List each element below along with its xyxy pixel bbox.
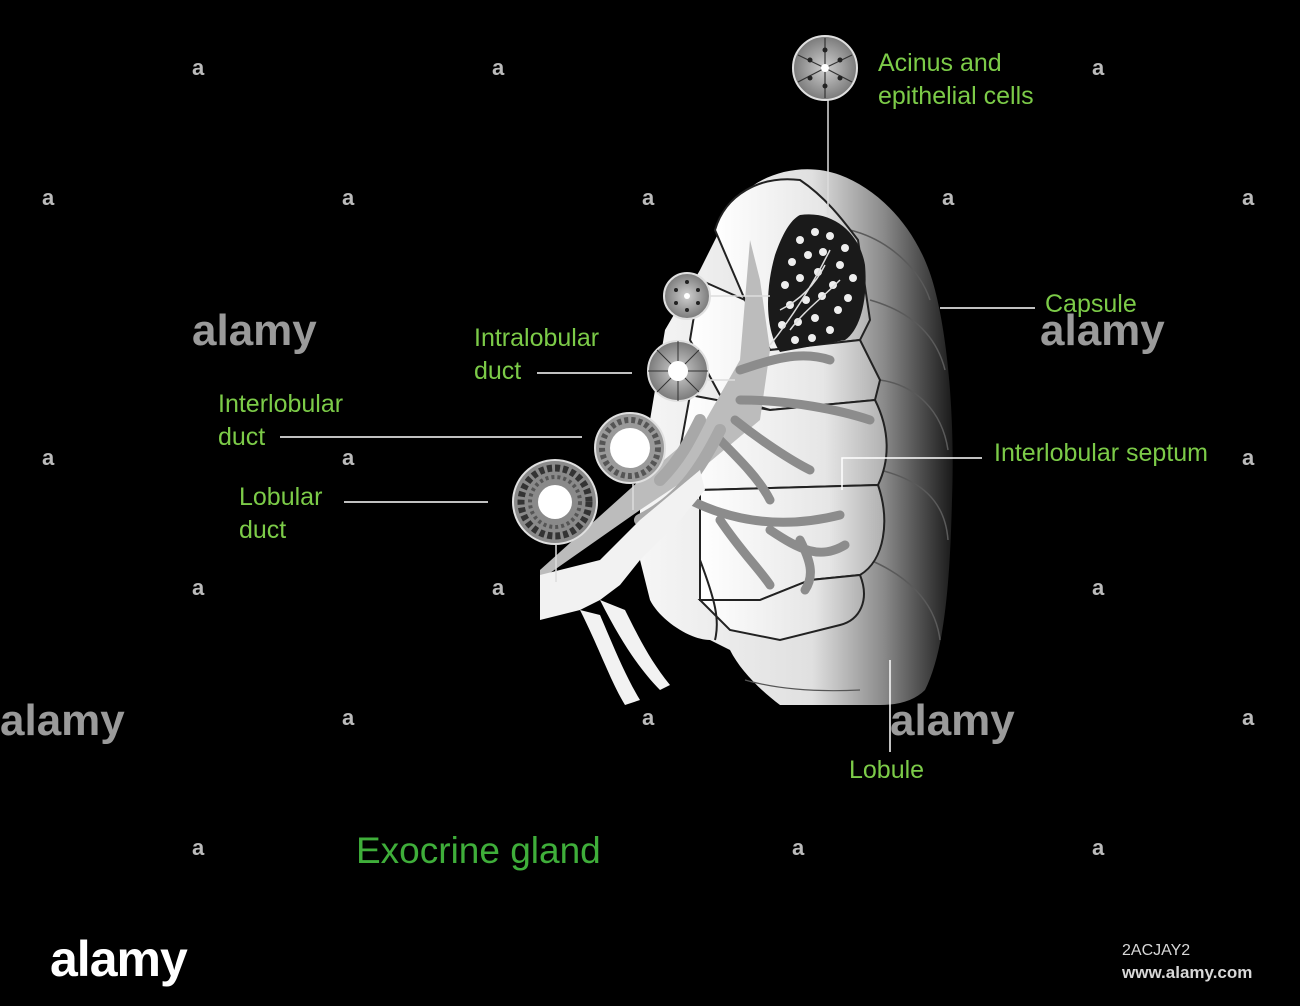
intralobular-duct-label: Intralobular duct bbox=[474, 322, 599, 388]
svg-text:a: a bbox=[642, 185, 655, 210]
svg-text:a: a bbox=[1092, 835, 1105, 860]
capsule-label: Capsule bbox=[1045, 290, 1137, 318]
svg-text:a: a bbox=[1242, 705, 1255, 730]
intralobular-duct-label-line1: Intralobular bbox=[474, 324, 600, 352]
svg-text:alamy: alamy bbox=[890, 696, 1015, 745]
acinus-label-line2: epithelial cells bbox=[878, 82, 1034, 110]
diagram-title: Exocrine gland bbox=[356, 830, 601, 871]
interlobular-duct-label: Interlobular duct bbox=[218, 388, 343, 454]
main-duct bbox=[540, 470, 705, 705]
svg-text:a: a bbox=[492, 575, 505, 600]
acini-cluster bbox=[768, 214, 866, 352]
alamy-url: www.alamy.com bbox=[1122, 963, 1253, 982]
svg-text:a: a bbox=[42, 185, 55, 210]
svg-text:a: a bbox=[492, 55, 505, 80]
svg-text:a: a bbox=[42, 445, 55, 470]
svg-text:alamy: alamy bbox=[1040, 306, 1165, 355]
watermark-pattern: a a a a a a a a alamy a a a a a a alamy a a a alamy a… bbox=[0, 55, 1255, 860]
leader-lines bbox=[280, 307, 1035, 752]
interlobular-septum-leader bbox=[841, 457, 982, 490]
svg-text:a: a bbox=[792, 835, 805, 860]
svg-text:alamy: alamy bbox=[192, 306, 317, 355]
svg-text:a: a bbox=[342, 185, 355, 210]
intercalated-duct-cross-section-icon bbox=[663, 272, 711, 320]
svg-text:a: a bbox=[1242, 185, 1255, 210]
lobular-duct-cross-section-icon bbox=[512, 459, 598, 545]
svg-text:a: a bbox=[942, 185, 955, 210]
alamy-logo: alamy bbox=[50, 931, 188, 987]
interlobular-septum-label: Interlobular septum bbox=[994, 439, 1209, 467]
lobule-label: Lobule bbox=[849, 756, 925, 784]
svg-text:a: a bbox=[1092, 55, 1105, 80]
svg-text:alamy: alamy bbox=[0, 696, 125, 745]
image-credit: 2ACJAY2 www.alamy.com bbox=[1122, 940, 1252, 984]
interlobular-duct-label-line1: Interlobular bbox=[218, 390, 344, 418]
acinus-label: Acinus and epithelial cells bbox=[878, 47, 1034, 113]
lobular-duct-label-line1: Lobular bbox=[239, 483, 323, 511]
acinus-label-line1: Acinus and bbox=[878, 49, 1002, 77]
image-id: 2ACJAY2 bbox=[1122, 942, 1191, 959]
svg-text:a: a bbox=[192, 55, 205, 80]
svg-text:a: a bbox=[342, 705, 355, 730]
intralobular-duct-label-line2: duct bbox=[474, 357, 522, 385]
svg-text:a: a bbox=[192, 835, 205, 860]
interlobular-duct-cross-section-icon bbox=[594, 412, 666, 484]
svg-text:a: a bbox=[642, 705, 655, 730]
lobule-bottom bbox=[697, 573, 865, 642]
svg-text:a: a bbox=[342, 445, 355, 470]
acinus-cross-section-icon bbox=[792, 35, 858, 101]
svg-text:a: a bbox=[1242, 445, 1255, 470]
lobular-duct-label-line2: duct bbox=[239, 516, 287, 544]
interlobular-duct-label-line2: duct bbox=[218, 423, 266, 451]
lobular-duct-label: Lobular duct bbox=[239, 481, 322, 547]
intralobular-duct-cross-section-icon bbox=[647, 340, 709, 402]
svg-text:a: a bbox=[192, 575, 205, 600]
svg-text:a: a bbox=[1092, 575, 1105, 600]
